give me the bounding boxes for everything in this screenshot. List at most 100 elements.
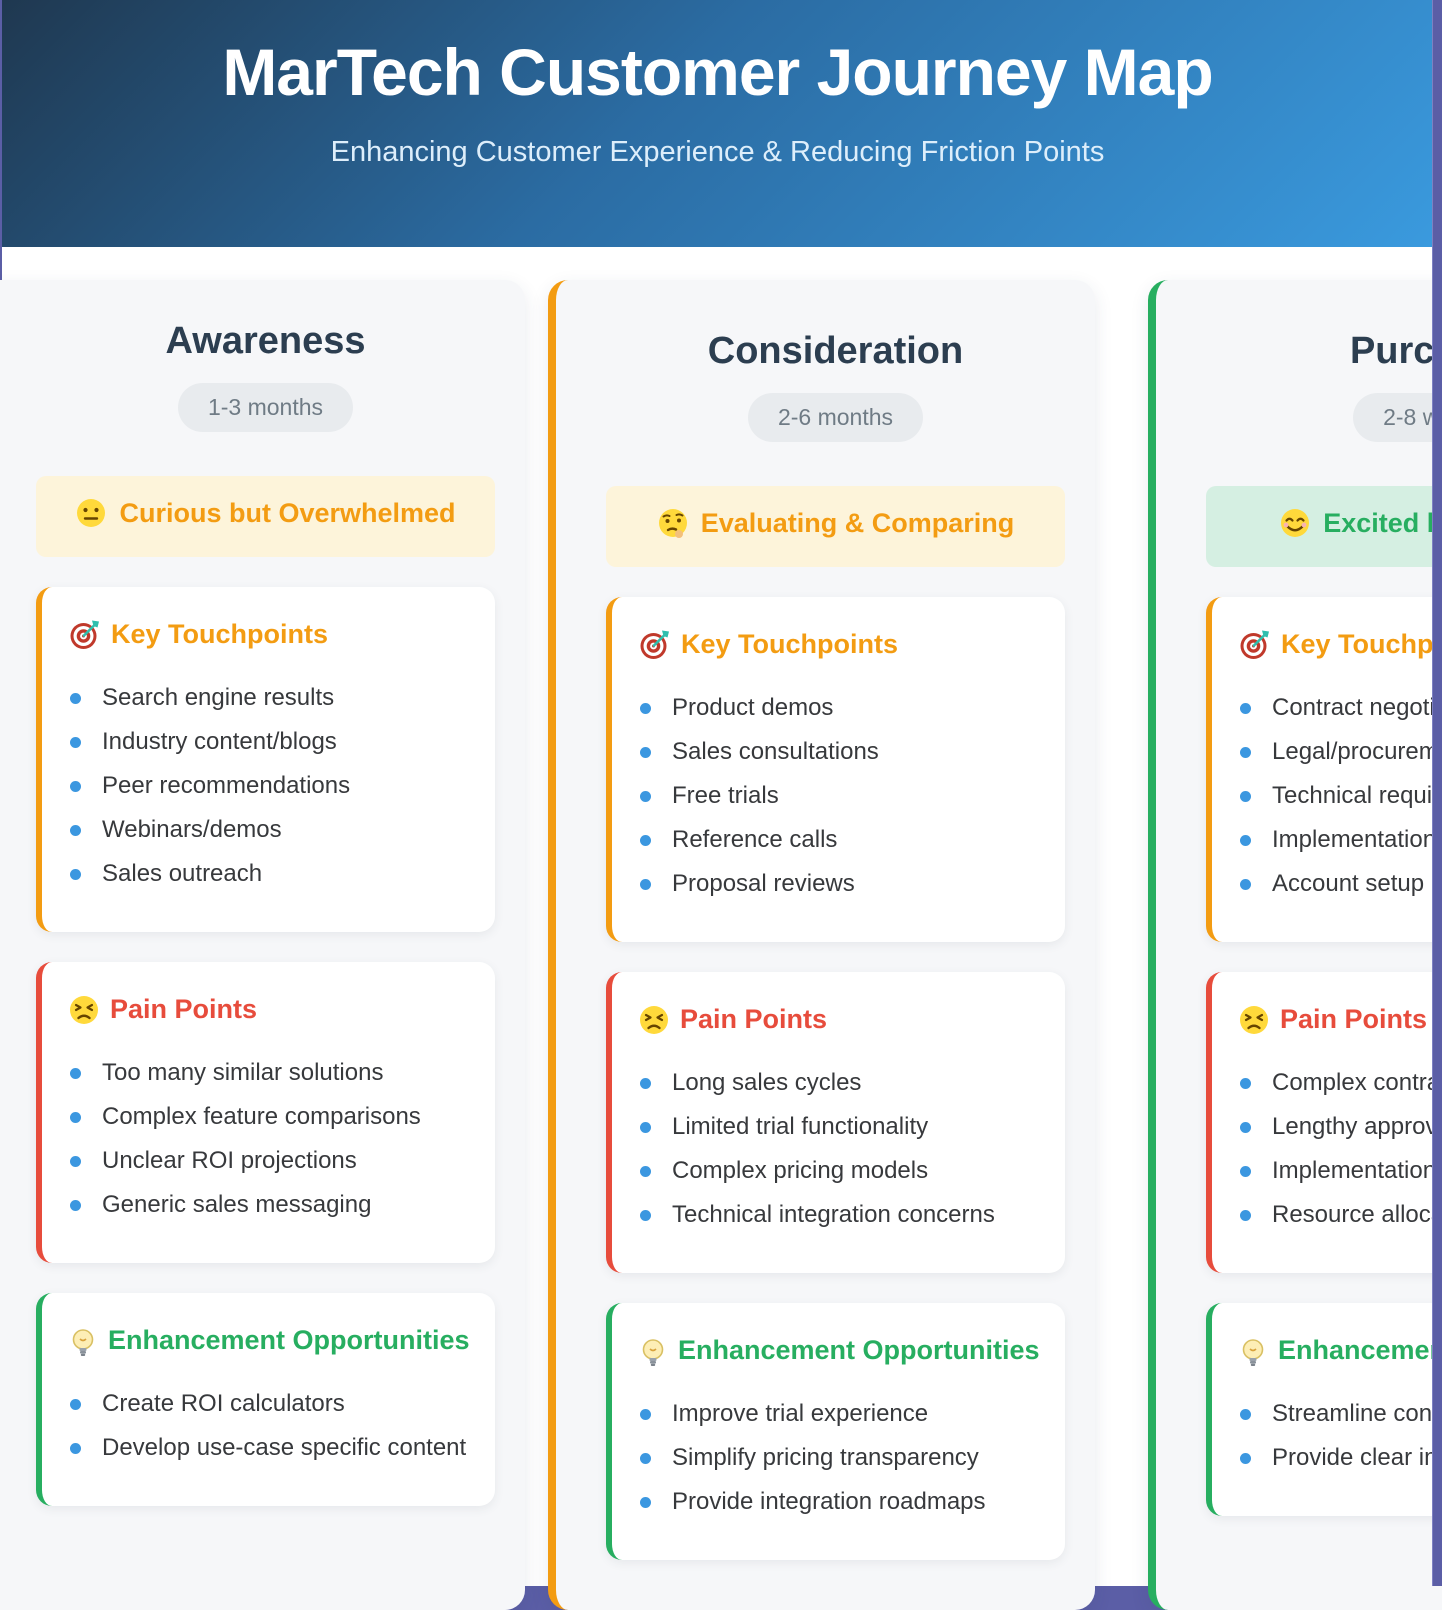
target-icon — [68, 619, 101, 657]
bullet-icon — [70, 869, 81, 881]
bullet-icon — [70, 737, 81, 749]
bullet-icon — [640, 747, 651, 759]
bullet-icon — [70, 1200, 81, 1212]
emotion-label: Excited but Cautious — [1323, 508, 1442, 538]
list-item-text: Complex feature comparisons — [102, 1103, 421, 1131]
bullet-icon — [70, 1399, 81, 1411]
list-item-text: Reference calls — [672, 826, 838, 854]
enhancement-list: Streamline contract processes Provide cl… — [1238, 1394, 1442, 1478]
list-item-text: Legal/procurement review — [1272, 738, 1442, 766]
enhancement-opportunities-card: Enhancement Opportunities Streamline con… — [1206, 1303, 1442, 1517]
page-header: MarTech Customer Journey Map Enhancing C… — [2, 0, 1433, 247]
page-title: MarTech Customer Journey Map — [222, 35, 1213, 109]
bullet-icon — [1240, 703, 1251, 715]
list-item-text: Search engine results — [102, 684, 335, 712]
list-item-text: Webinars/demos — [102, 816, 282, 844]
list-item: Complex contract terms — [1238, 1063, 1442, 1103]
list-item: Complex feature comparisons — [68, 1097, 481, 1137]
list-item-text: Resource allocation concerns — [1272, 1201, 1442, 1229]
persevering-face-icon — [638, 1004, 670, 1042]
list-item-text: Improve trial experience — [672, 1400, 929, 1428]
bullet-icon — [70, 693, 81, 705]
bullet-icon — [1240, 1409, 1251, 1421]
list-item-text: Technical requirements — [1272, 782, 1442, 810]
list-item-text: Provide integration roadmaps — [672, 1488, 986, 1516]
list-item: Generic sales messaging — [68, 1185, 481, 1225]
list-item: Search engine results — [68, 678, 481, 718]
pain-points-title: Pain Points — [638, 1000, 1051, 1047]
list-item: Peer recommendations — [68, 766, 481, 806]
duration-badge: 2-8 weeks — [1353, 393, 1442, 442]
list-item: Provide integration roadmaps — [638, 1482, 1051, 1522]
emotion-label: Evaluating & Comparing — [700, 508, 1015, 538]
list-item-text: Proposal reviews — [672, 870, 855, 898]
enhancement-title: Enhancement Opportunities — [638, 1331, 1051, 1378]
bullet-icon — [1240, 791, 1251, 803]
pain-points-title: Pain Points — [1238, 1000, 1442, 1047]
list-item: Unclear ROI projections — [68, 1141, 481, 1181]
journey-board: Awareness 1-3 months Curious but Overwhe… — [0, 280, 1442, 1610]
enhancement-title: Enhancement Opportunities — [68, 1321, 481, 1368]
list-item: Streamline contract processes — [1238, 1394, 1442, 1434]
pain-points-list: Too many similar solutions Complex featu… — [68, 1053, 481, 1225]
bullet-icon — [640, 879, 651, 891]
stage-title: Consideration — [707, 330, 964, 372]
bullet-icon — [640, 703, 651, 715]
pain-points-card: Pain Points Complex contract terms Lengt… — [1206, 972, 1442, 1274]
stage-column-purchase: Purchase 2-8 weeks Excited but Cautious … — [1148, 280, 1442, 1610]
touchpoints-card: Key Touchpoints Search engine results In… — [36, 587, 495, 933]
scrollbar[interactable] — [1432, 0, 1442, 1586]
bullet-icon — [640, 1497, 651, 1509]
persevering-face-icon — [1238, 1004, 1270, 1042]
touchpoints-title: Key Touchpoints — [1238, 625, 1442, 672]
list-item-text: Product demos — [672, 694, 834, 722]
list-item-text: Complex pricing models — [672, 1157, 929, 1185]
emotion-banner: Evaluating & Comparing — [606, 486, 1065, 567]
target-icon — [1238, 629, 1271, 667]
lightbulb-icon — [1238, 1339, 1268, 1373]
list-item-text: Develop use-case specific content — [102, 1434, 467, 1462]
bullet-icon — [640, 791, 651, 803]
target-icon — [638, 629, 671, 667]
list-item: Resource allocation concerns — [1238, 1195, 1442, 1235]
bullet-icon — [1240, 747, 1251, 759]
list-item: Webinars/demos — [68, 810, 481, 850]
list-item-text: Implementation planning — [1272, 826, 1442, 854]
bullet-icon — [1240, 1078, 1251, 1090]
list-item: Reference calls — [638, 820, 1051, 860]
persevering-face-icon — [68, 994, 100, 1032]
bullet-icon — [640, 1409, 651, 1421]
list-item: Industry content/blogs — [68, 722, 481, 762]
list-item: Sales consultations — [638, 732, 1051, 772]
list-item-text: Generic sales messaging — [102, 1191, 372, 1219]
duration-badge: 1-3 months — [177, 383, 354, 432]
list-item-text: Account setup — [1272, 870, 1425, 898]
bullet-icon — [70, 1443, 81, 1455]
list-item-text: Contract negotiations — [1272, 694, 1442, 722]
lightbulb-icon — [638, 1339, 668, 1373]
bullet-icon — [640, 1210, 651, 1222]
touchpoints-list: Contract negotiations Legal/procurement … — [1238, 688, 1442, 904]
list-item-text: Free trials — [672, 782, 779, 810]
pain-points-card: Pain Points Too many similar solutions C… — [36, 962, 495, 1264]
bullet-icon — [1240, 1210, 1251, 1222]
list-item-text: Too many similar solutions — [102, 1059, 384, 1087]
touchpoints-card: Key Touchpoints Product demos Sales cons… — [606, 597, 1065, 943]
bullet-icon — [70, 1156, 81, 1168]
bullet-icon — [640, 1166, 651, 1178]
list-item-text: Sales outreach — [102, 860, 263, 888]
emotion-banner: Excited but Cautious — [1206, 486, 1442, 567]
bullet-icon — [70, 1068, 81, 1080]
list-item: Complex pricing models — [638, 1151, 1051, 1191]
list-item-text: Streamline contract processes — [1272, 1400, 1442, 1428]
list-item: Account setup — [1238, 864, 1442, 904]
pain-points-card: Pain Points Long sales cycles Limited tr… — [606, 972, 1065, 1274]
list-item: Technical integration concerns — [638, 1195, 1051, 1235]
list-item-text: Sales consultations — [672, 738, 879, 766]
list-item: Improve trial experience — [638, 1394, 1051, 1434]
list-item: Sales outreach — [68, 854, 481, 894]
list-item-text: Lengthy approval processes — [1272, 1113, 1442, 1141]
bullet-icon — [640, 1453, 651, 1465]
bullet-icon — [70, 781, 81, 793]
list-item: Create ROI calculators — [68, 1384, 481, 1424]
